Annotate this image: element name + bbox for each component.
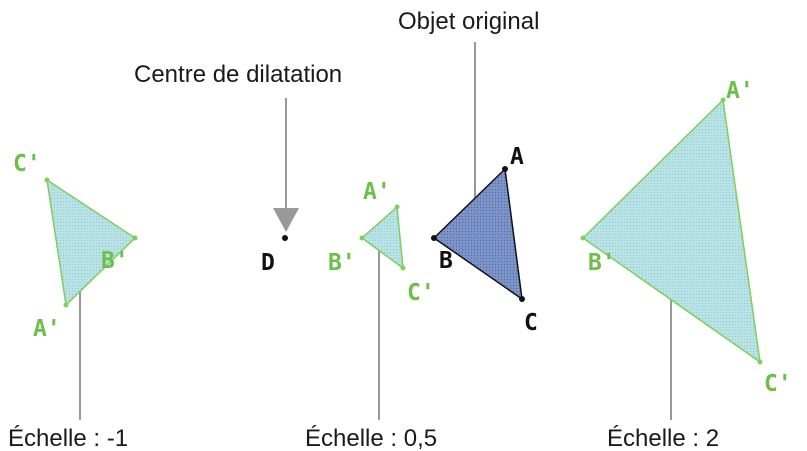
vertex-label-neg1-c: C' bbox=[13, 151, 41, 177]
scale-2-label: Échelle : 2 bbox=[607, 425, 719, 451]
triangle-scale-neg1 bbox=[46, 178, 137, 307]
vertex-label-half-c: C' bbox=[407, 280, 435, 306]
vertex-label-double-a: A' bbox=[726, 78, 754, 104]
center-point-d bbox=[282, 235, 288, 241]
vertex-dot-original-c bbox=[519, 296, 525, 302]
center-of-dilation-label: Centre de dilatation bbox=[134, 61, 342, 88]
vertex-dot-neg1-c bbox=[44, 177, 50, 183]
vertex-dot-double-c bbox=[757, 359, 763, 365]
triangle-original bbox=[432, 167, 523, 301]
vertex-label-double-b: B' bbox=[588, 250, 616, 276]
vertex-label-double-c: C' bbox=[764, 371, 792, 397]
scale-half-label: Échelle : 0,5 bbox=[305, 425, 437, 451]
vertex-dot-double-a bbox=[720, 97, 726, 103]
vertex-label-original-a: A bbox=[510, 144, 524, 170]
vertex-dot-original-b bbox=[431, 235, 437, 241]
vertex-label-half-a: A' bbox=[363, 179, 391, 205]
vertex-dot-neg1-a bbox=[63, 302, 69, 308]
triangle-scale-2 bbox=[581, 98, 761, 364]
vertex-dot-original-a bbox=[502, 166, 508, 172]
vertex-label-half-b: B' bbox=[328, 250, 356, 276]
vertex-dot-half-a bbox=[394, 204, 400, 210]
vertex-dot-half-b bbox=[359, 235, 365, 241]
vertex-label-original-c: C bbox=[524, 310, 538, 336]
vertex-dot-half-c bbox=[400, 265, 406, 271]
original-object-label: Objet original bbox=[398, 8, 539, 35]
vertex-label-center-d: D bbox=[261, 250, 275, 276]
vertex-dot-double-b bbox=[580, 235, 586, 241]
vertex-label-neg1-a: A' bbox=[33, 316, 61, 342]
vertex-label-neg1-b: B' bbox=[101, 248, 129, 274]
triangle-scale-half bbox=[360, 205, 404, 270]
scale-neg1-label: Échelle : -1 bbox=[8, 425, 128, 451]
center-pointer-arrowhead bbox=[273, 208, 299, 232]
vertex-dot-neg1-b bbox=[132, 235, 138, 241]
vertex-label-original-b: B bbox=[439, 248, 453, 274]
